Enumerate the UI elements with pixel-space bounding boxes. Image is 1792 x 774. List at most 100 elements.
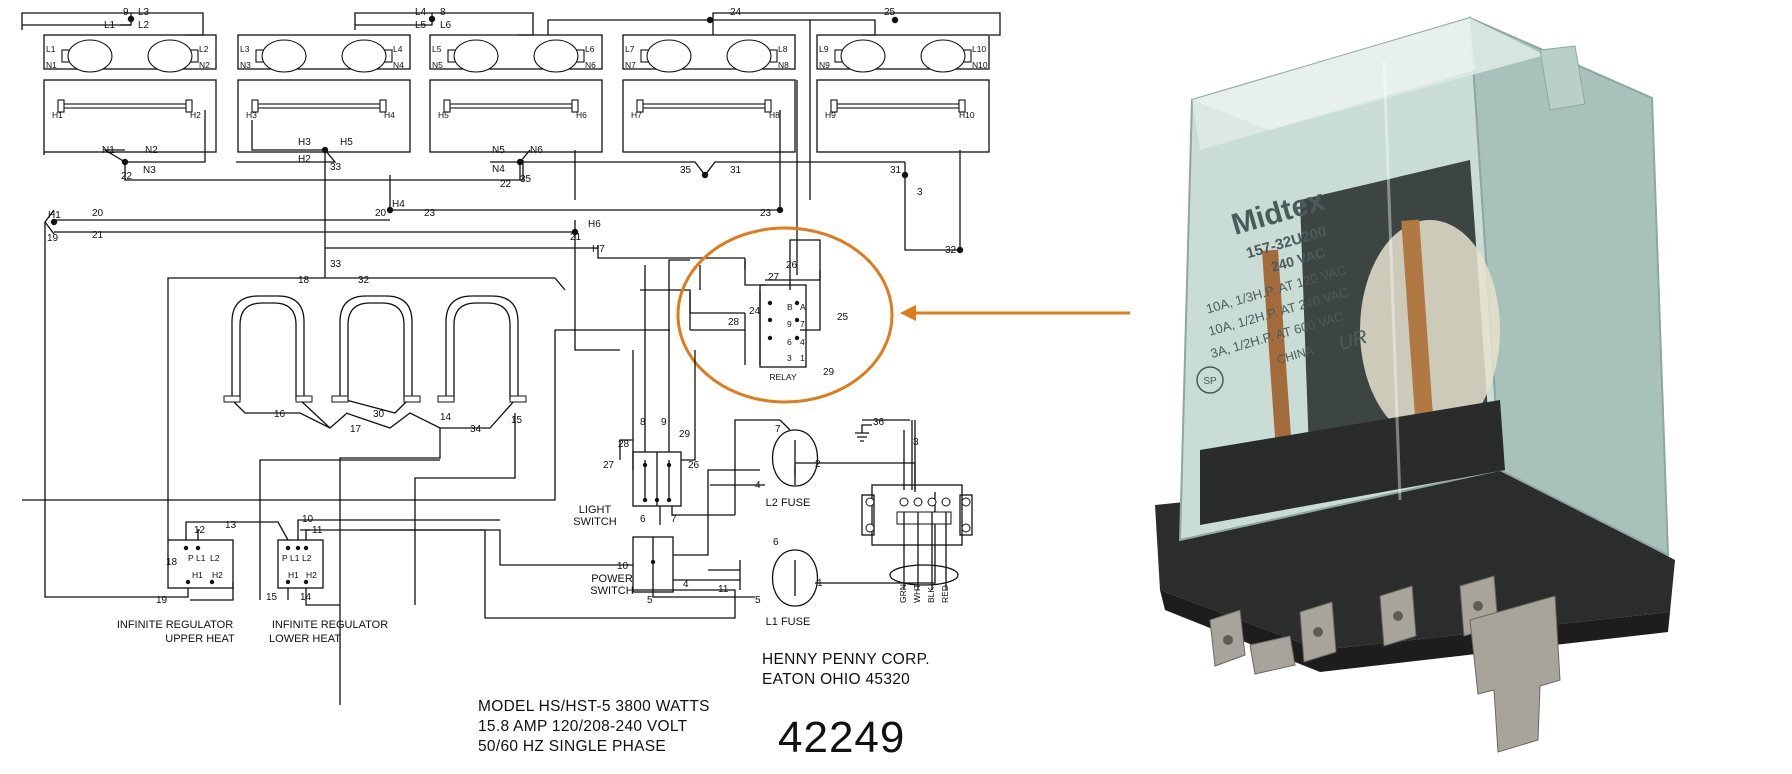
drawing-number: 42249 [778,713,905,762]
ground-symbol [855,424,872,442]
wire-label: N2 [145,145,158,156]
wire-label: 32 [358,275,370,286]
terminal-label-red: RED [940,585,950,603]
relay-cert-mark: SP [1196,366,1224,394]
relay-cert-text: SP [1203,376,1217,387]
power-switch-caption: SWITCH [590,585,633,597]
model-line: 50/60 HZ SINGLE PHASE [478,738,666,755]
wire-label: 13 [225,520,237,531]
wire-label: L8 [778,44,788,54]
wire-label: L3 [240,44,250,54]
light-switch-caption: LIGHT [579,504,612,516]
wire-label: H6 [588,219,601,230]
wire-label: 6 [640,514,646,525]
junction-dots [50,15,964,254]
wire-label: P [282,553,288,563]
fuse-l1 [772,549,818,607]
lamp-box-3 [429,34,603,153]
wire-label: L7 [625,44,635,54]
wire-label: L4 [393,44,403,54]
wire-label: 34 [470,424,482,435]
model-line: 15.8 AMP 120/208-240 VOLT [478,718,688,735]
wire-label: N10 [972,60,988,70]
wire-label: 5 [755,595,761,606]
wire-label: L1 [104,20,116,31]
wire-label: 36 [873,417,885,428]
wire-label: 10 [617,561,629,572]
wire-label: 31 [730,165,742,176]
wire-label: 8 [440,7,446,18]
wire-label: H1 [48,210,61,221]
component-captions: RELAY LIGHT SWITCH POWER SWITCH L2 FUSE … [117,372,810,645]
wire-label: H8 [769,110,780,120]
wire-label: N6 [585,60,596,70]
wire-label: 21 [92,230,104,241]
wire-label: 19 [156,595,168,606]
wire-label: H5 [438,110,449,120]
regulator-upper-caption: INFINITE REGULATOR [117,619,233,631]
relay-caption: RELAY [769,372,797,382]
wire-label: L1 [290,553,300,563]
wire-label: H9 [825,110,836,120]
wire-label: 6 [787,337,792,347]
wire-label: N7 [625,60,636,70]
wire-label: 16 [274,409,286,420]
wire-label: L6 [440,20,452,31]
wire-label: 33 [330,162,342,173]
wire-label: N6 [530,145,543,156]
wire-label: 28 [618,439,630,450]
wire-label: H5 [340,137,353,148]
wire-label: 24 [730,7,742,18]
wire-label: N5 [432,60,443,70]
wire-label: 9 [787,319,792,329]
wire-label: 26 [688,460,700,471]
l2-fuse-caption: L2 FUSE [766,497,811,509]
wire-label: L1 [196,553,206,563]
wire-label: L10 [972,44,986,54]
relay-pointer-arrow [900,305,1130,321]
wire-label: H3 [246,110,257,120]
wire-label: 11 [312,525,323,536]
wire-label: N1 [46,60,57,70]
wire-label: L2 [138,20,150,31]
wire-label: 7 [800,319,805,329]
wire-label: 33 [330,259,342,270]
wire-label: L2 [210,553,220,563]
wire-label: 24 [749,306,761,317]
wire-label: P [188,553,194,563]
wire-label: 9 [661,417,667,428]
regulator-lower-caption: INFINITE REGULATOR [272,619,388,631]
regulator-lower [277,539,324,589]
power-switch-wiring [300,469,760,619]
wire-label: 21 [570,232,582,243]
company-name: HENNY PENNY CORP. [762,651,930,668]
wire-label: N9 [819,60,830,70]
wire-label: 3 [913,437,919,448]
terminal-label-blk: BLK [926,587,936,603]
wire-label: 20 [92,208,104,219]
bulb-icons [61,39,972,73]
wire-label: 3 [917,187,923,198]
wire-label: L9 [819,44,829,54]
wire-label: 25 [884,7,896,18]
terminal-label-grn: GRN [898,584,908,603]
wire-label: 35 [520,174,532,185]
wire-label: 18 [166,557,178,568]
wire-label: 14 [440,412,452,423]
wire-label: 11 [718,584,729,595]
wire-label: H6 [576,110,587,120]
wire-labels: 9 L3 L1 L2 L4 8 L5 L6 24 25 L1 L2 N1 N2 … [46,7,988,606]
wire-label: H4 [392,199,405,210]
wire-label: 7 [775,424,781,435]
wire-label: 17 [350,424,362,435]
wire-label: N3 [240,60,251,70]
wire-label: H2 [212,570,223,580]
wire-label: L5 [432,44,442,54]
wire-label: N4 [492,164,505,175]
wire-label: 7 [671,514,677,525]
heater-rods [57,99,966,113]
wire-label: 5 [647,595,653,606]
wire-label: L3 [138,7,150,18]
heating-elements [22,295,670,705]
